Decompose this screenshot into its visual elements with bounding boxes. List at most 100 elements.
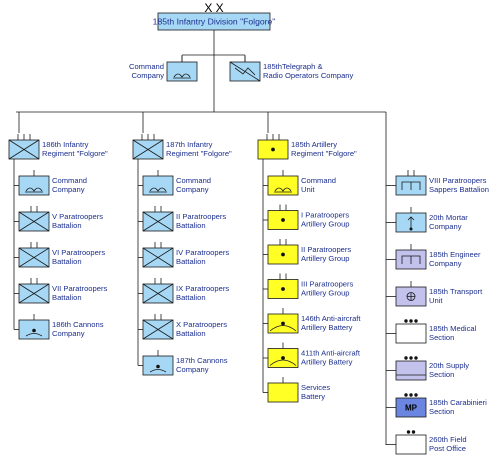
cannon-arc-icon	[149, 369, 167, 373]
unit-symbol-box	[395, 360, 427, 381]
division-echelon: X X	[204, 1, 223, 15]
unit-label-line: VI Paratroopers	[52, 248, 105, 257]
unit-label-line: Company	[52, 185, 85, 194]
unit-label-line: Artillery Battery	[301, 323, 353, 332]
unit-label-line: Battalion	[176, 221, 206, 230]
unit-label-line: Battalion	[52, 257, 82, 266]
section-echelon-icon	[414, 356, 418, 360]
unit-label-line: 411th Anti-aircraft	[301, 349, 361, 358]
section-echelon-icon	[414, 319, 418, 323]
infantry-cross-icon	[18, 283, 50, 304]
unit-label-line: II Paratroopers	[301, 245, 351, 254]
unit-label-line: III Paratroopers	[301, 280, 354, 289]
artillery-icon	[281, 287, 285, 291]
infantry-cross-icon	[142, 247, 174, 268]
unit-label-line: 146th Anti-aircraft	[301, 314, 361, 323]
engineer-icon	[401, 181, 421, 190]
unit-label-line: 187th Cannons	[176, 356, 228, 365]
cannon-arc-icon	[25, 333, 43, 337]
artillery-icon	[281, 252, 285, 257]
unit-symbol-box	[395, 397, 427, 418]
unit-label-line: I Paratroopers	[301, 211, 349, 220]
mp-label: MP	[405, 404, 418, 413]
unit-label-line: Section	[429, 370, 454, 379]
unit-label-line: Company	[176, 185, 209, 194]
unit-label-line: Battalion	[176, 329, 206, 338]
section-echelon-icon	[404, 393, 408, 397]
unit-symbol-box	[395, 434, 427, 455]
unit-label-line: Battalion	[176, 257, 206, 266]
infantry-cross-icon	[18, 211, 50, 232]
unit-label-line: Battalion	[52, 293, 82, 302]
unit-label-line: V Paratroopers	[52, 212, 103, 221]
section-echelon-icon	[409, 319, 413, 323]
unit-label-line: 186th Cannons	[52, 320, 104, 329]
section-echelon-icon	[409, 393, 413, 397]
command-icon	[149, 187, 167, 193]
unit-label-line: Artillery Battery	[301, 358, 353, 367]
unit-label-line: 185thTelegraph &	[263, 62, 323, 71]
unit-label-line: Unit	[301, 185, 315, 194]
unit-label-line: Company	[176, 365, 209, 374]
command-icon	[173, 73, 191, 79]
antiaircraft-icon	[281, 321, 285, 326]
unit-symbol-box	[267, 382, 299, 403]
unit-label-line: 185th Engineer	[429, 250, 481, 259]
unit-label-line: Unit	[429, 296, 443, 305]
unit-label-line: 186th Infantry	[42, 140, 89, 149]
unit-label-line: Artillery Group	[301, 254, 350, 263]
unit-label-line: IX Paratroopers	[176, 284, 229, 293]
unit-label-line: Battery	[301, 392, 325, 401]
artillery-icon	[281, 218, 285, 222]
division-title: 185th Infantry Division "Folgore"	[153, 17, 276, 27]
unit-label-line: Regiment "Folgore"	[166, 149, 232, 158]
infantry-cross-icon	[18, 247, 50, 268]
unit-label-line: Regiment "Folgore"	[291, 149, 357, 158]
infantry-cross-icon	[142, 319, 174, 340]
unit-label-line: Post Office	[429, 444, 466, 453]
unit-label-line: 185th Artillery	[291, 140, 337, 149]
mortar-icon	[407, 216, 415, 229]
section-echelon-icon	[414, 393, 418, 397]
section-echelon-icon	[404, 356, 408, 360]
antiaircraft-icon	[281, 356, 285, 360]
unit-label-line: Battalion	[176, 293, 206, 302]
unit-label-line: II Paratroopers	[176, 212, 226, 221]
unit-label-line: 185th Medical	[429, 324, 477, 333]
unit-label-line: 20th Supply	[429, 361, 469, 370]
unit-label-line: Company	[132, 71, 165, 80]
infantry-cross-icon	[132, 139, 164, 160]
unit-label-line: Artillery Group	[301, 220, 350, 229]
unit-label-line: Section	[429, 333, 454, 342]
cannon-icon	[32, 328, 36, 333]
unit-label-line: 187th Infantry	[166, 140, 213, 149]
command-icon	[274, 187, 292, 193]
unit-label-line: Section	[429, 407, 454, 416]
section-echelon-icon	[406, 430, 411, 434]
engineer-icon	[401, 255, 421, 264]
unit-label-line: Sappers Battalion	[429, 185, 489, 194]
